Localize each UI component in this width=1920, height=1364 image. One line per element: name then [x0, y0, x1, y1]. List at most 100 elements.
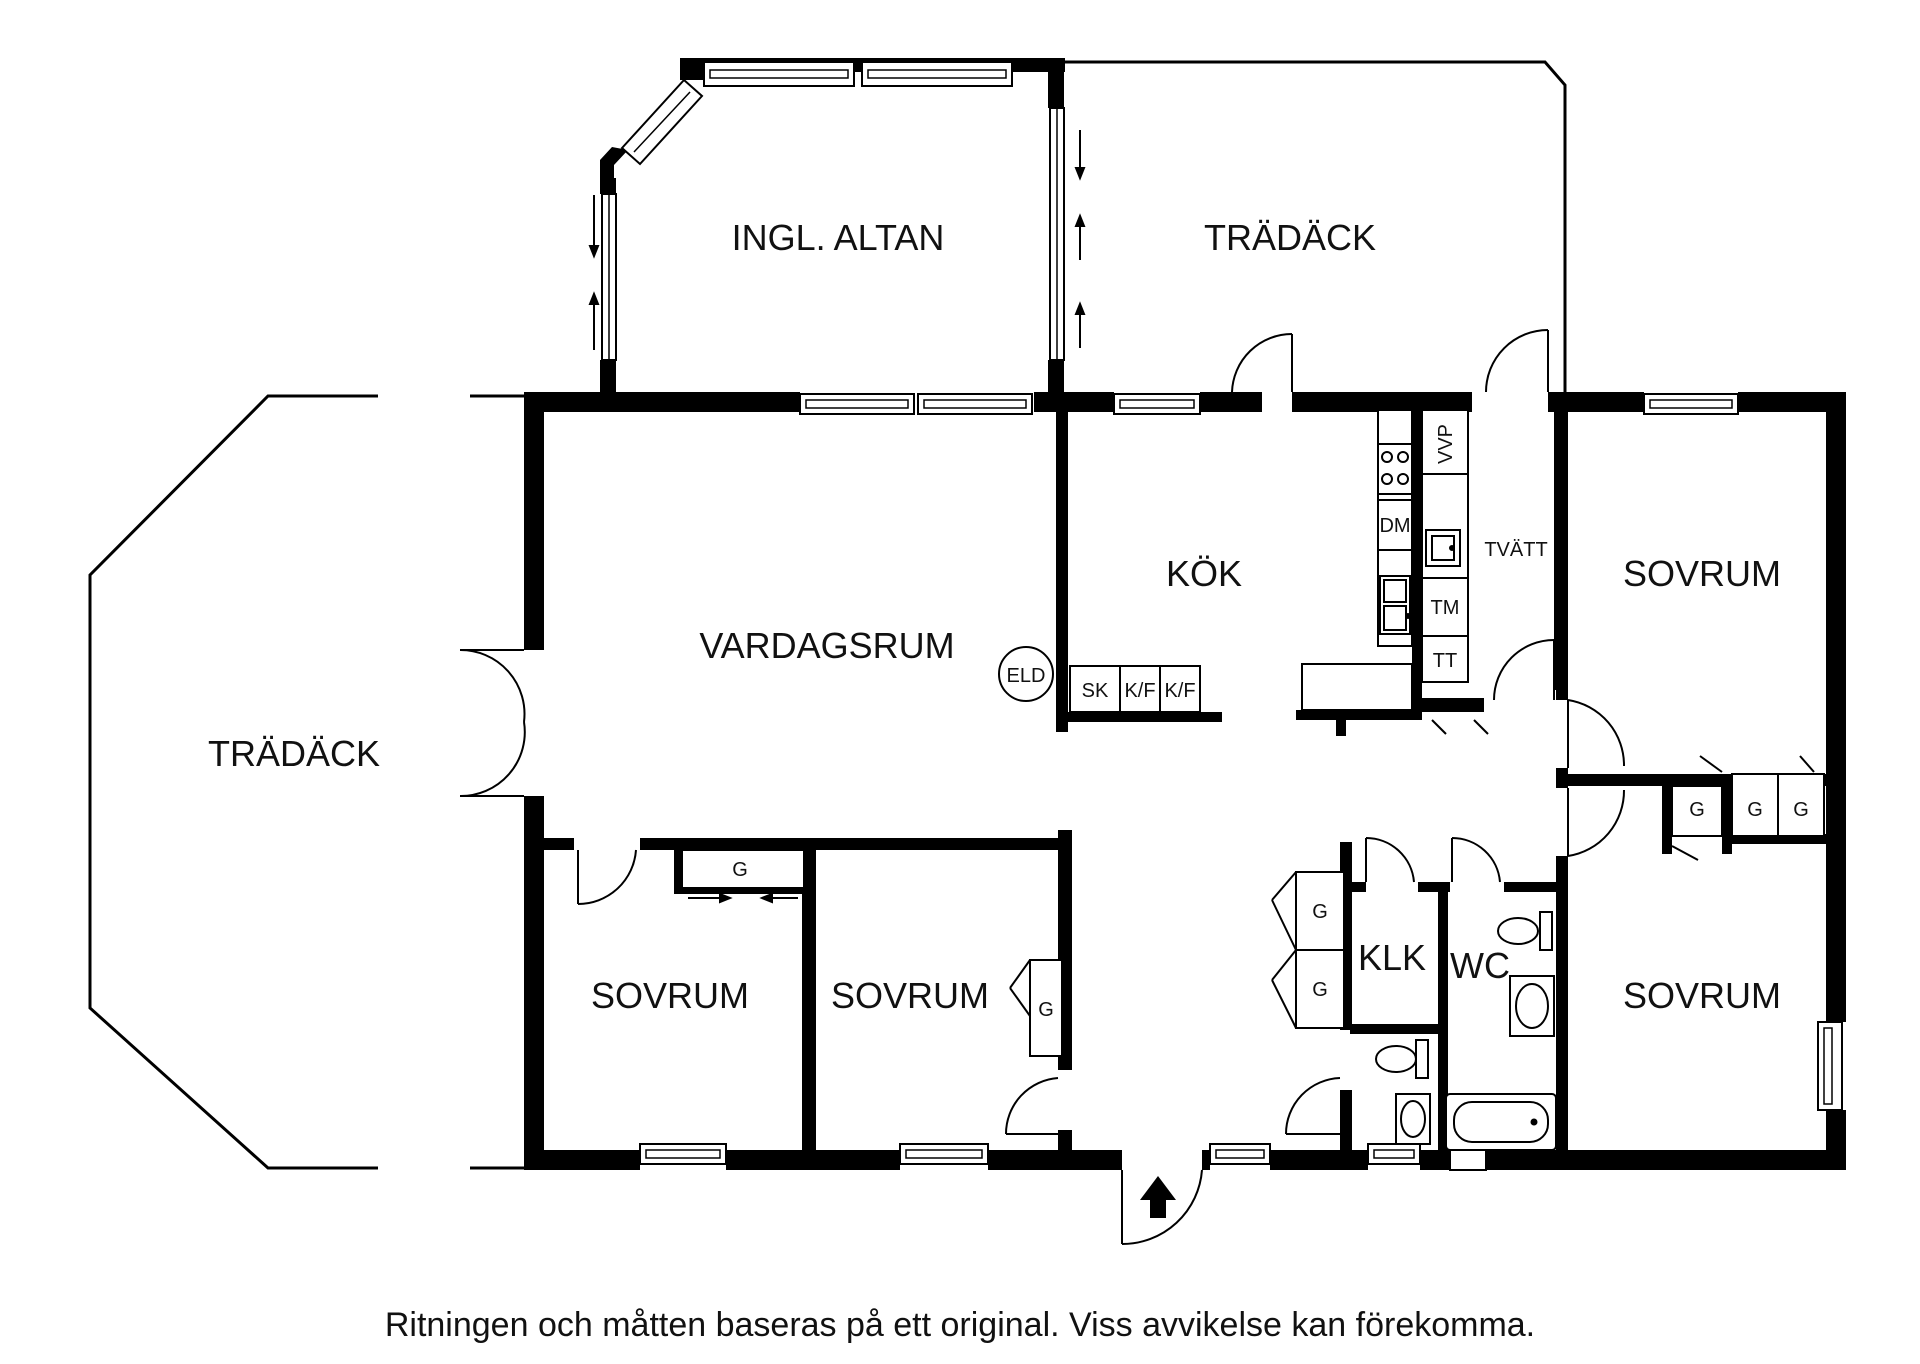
- porch-wall-right-lower: [1048, 360, 1064, 396]
- doors: [459, 329, 1815, 1135]
- label-g-right-2: G: [1747, 799, 1763, 821]
- label-tm: TM: [1431, 597, 1460, 619]
- wall-bottom-4: [1202, 1150, 1210, 1170]
- bathtub-icon: [1445, 1093, 1557, 1151]
- wall-left-upper: [524, 392, 544, 650]
- wall-right-upper: [1826, 392, 1846, 1022]
- disclaimer-text: Ritningen och måtten baseras på ett orig…: [385, 1306, 1535, 1344]
- wall-bed-left-divider: [802, 848, 816, 1152]
- porch-wall-corner: [600, 147, 628, 178]
- label-eld: ELD: [1007, 665, 1046, 687]
- wall-bottom-7: [1486, 1150, 1846, 1170]
- fireplace-icon: [998, 646, 1054, 702]
- room-label-tvatt: TVÄTT: [1484, 539, 1547, 561]
- label-sk: SK: [1082, 680, 1109, 702]
- porch-wall-corner-top: [680, 58, 704, 80]
- room-label-sovrum-top-right: SOVRUM: [1623, 553, 1781, 594]
- wall-bottom-6: [1420, 1150, 1450, 1170]
- toilet-icon-klk: [1375, 1039, 1429, 1079]
- label-g-right-3: G: [1793, 799, 1809, 821]
- bottom-windows: [639, 1143, 1487, 1171]
- porch-wall-left-lower: [600, 360, 616, 396]
- label-kf-2: K/F: [1164, 680, 1195, 702]
- wall-closet-right-bottom: [1722, 834, 1826, 844]
- label-vvp: VVP: [1435, 424, 1457, 464]
- label-kf-1: K/F: [1124, 680, 1155, 702]
- closet-slide-arrows: [688, 892, 798, 904]
- porch-window-top-1: [703, 61, 855, 87]
- wall-closet-left-bottom: [674, 886, 806, 894]
- porch-window-top-2: [861, 61, 1013, 87]
- kitchen-sink-icon: [1379, 575, 1411, 635]
- wall-bed-mid-right-lower: [1058, 1130, 1072, 1152]
- entrance-arrow-icon: [1140, 1176, 1176, 1218]
- label-g-closet-left: G: [732, 859, 748, 881]
- room-label-sovrum-bottom-right: SOVRUM: [1623, 975, 1781, 1016]
- wall-bath-top-a: [1340, 882, 1366, 892]
- wall-bath-left-lower: [1340, 1090, 1352, 1152]
- wall-bath-top-c: [1504, 882, 1558, 892]
- wall-top-5: [1548, 392, 1644, 412]
- label-g-right-1: G: [1689, 799, 1705, 821]
- window-right-inner: [1823, 1027, 1833, 1105]
- porch-window-diagonal-inner: [633, 91, 691, 153]
- wall-laundry-bottom: [1422, 698, 1484, 712]
- room-label-sovrum-bottom-mid: SOVRUM: [831, 975, 989, 1016]
- wall-kitchen-right: [1412, 410, 1422, 720]
- room-label-ingl-altan: INGL. ALTAN: [732, 217, 945, 258]
- wall-bath-klk-bottom: [1350, 1024, 1440, 1034]
- wall-top-4: [1292, 392, 1472, 412]
- top-windows: [799, 393, 1739, 415]
- room-label-vardagsrum: VARDAGSRUM: [699, 625, 954, 666]
- wall-top-2: [1034, 392, 1114, 412]
- label-dm: DM: [1379, 515, 1410, 537]
- slide-arrows: [588, 130, 1086, 350]
- left-deck-outline: [88, 394, 378, 1170]
- wall-living-kitchen: [1056, 410, 1068, 732]
- room-label-tradack-left: TRÄDÄCK: [208, 733, 380, 774]
- laundry-sink-icon: [1425, 529, 1461, 567]
- wall-bed-left-top-b: [640, 838, 1070, 850]
- room-label-sovrum-bottom-left: SOVRUM: [591, 975, 749, 1016]
- wall-bath-top-b: [1418, 882, 1450, 892]
- wall-top-6: [1738, 392, 1846, 412]
- window-right: [1817, 1021, 1843, 1111]
- room-label-klk: KLK: [1358, 937, 1426, 978]
- wall-left-lower: [524, 796, 544, 1170]
- label-g-hall-2: G: [1312, 979, 1328, 1001]
- label-g-closet-mid: G: [1038, 999, 1054, 1021]
- wall-kitchen-bottom-left: [1068, 712, 1222, 722]
- wall-bedroom-right-upper: [1556, 410, 1568, 700]
- closets: [681, 409, 1825, 1057]
- wall-kitchen-stub: [1336, 720, 1346, 736]
- wall-kitchen-bottom-right: [1296, 710, 1422, 720]
- room-label-wc: WC: [1450, 945, 1510, 986]
- wall-bottom-3: [988, 1150, 1122, 1170]
- porch-wall-right: [1048, 58, 1064, 108]
- porch-window-top-1-inner: [709, 69, 849, 79]
- porch-window-top-2-inner: [867, 69, 1007, 79]
- wall-top-1: [524, 392, 800, 412]
- wall-bottom-2: [726, 1150, 900, 1170]
- label-tt: TT: [1433, 650, 1457, 672]
- basin-icon-wc: [1509, 975, 1555, 1037]
- wall-bed-left-top-a: [544, 838, 574, 850]
- room-label-kok: KÖK: [1166, 553, 1242, 594]
- wall-bath-mid: [1438, 890, 1448, 1152]
- wall-bedroom-right-mid: [1556, 768, 1568, 788]
- porch-wall-left: [600, 178, 616, 194]
- wall-bath-right-lower: [1556, 856, 1568, 1152]
- room-label-tradack-top: TRÄDÄCK: [1204, 217, 1376, 258]
- toilet-icon-wc: [1497, 911, 1553, 951]
- wall-bottom-5: [1270, 1150, 1368, 1170]
- wall-closet-right-a: [1662, 774, 1672, 854]
- stove-icon: [1377, 443, 1413, 495]
- wall-closet-right-b: [1722, 774, 1732, 854]
- label-g-hall-1: G: [1312, 901, 1328, 923]
- entrance-door: [1121, 1169, 1203, 1246]
- wall-bottom-1: [524, 1150, 640, 1170]
- basin-icon-klk: [1395, 1093, 1431, 1145]
- wall-top-3: [1200, 392, 1262, 412]
- wall-closet-left: [674, 848, 684, 894]
